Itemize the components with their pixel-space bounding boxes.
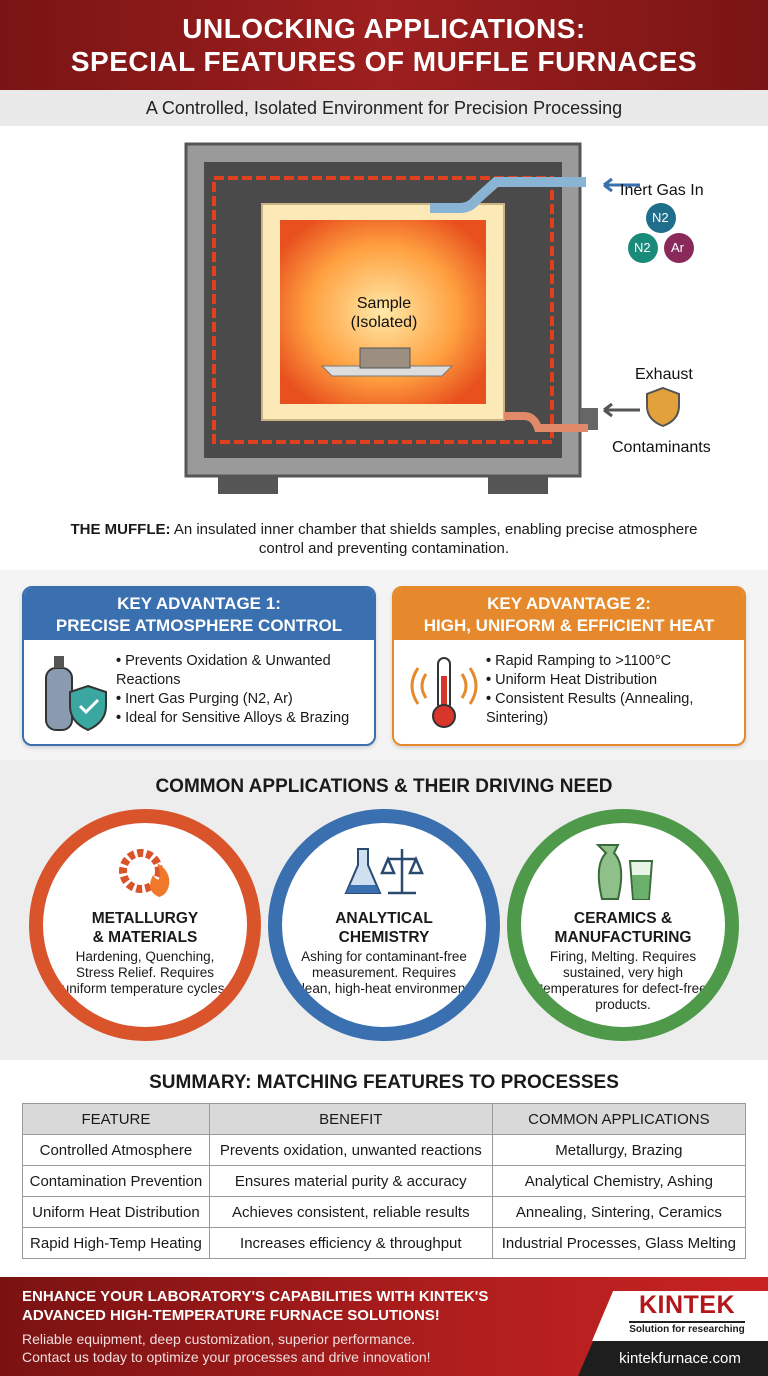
cell: Ensures material purity & accuracy <box>208 1165 493 1197</box>
cell: Prevents oxidation, unwanted reactions <box>208 1134 493 1166</box>
cell: Uniform Heat Distribution <box>22 1196 210 1228</box>
gas-cylinder-shield-icon <box>45 656 107 732</box>
app-title-1: METALLURGY <box>91 910 199 927</box>
advantage-card-1: KEY ADVANTAGE 1: PRECISE ATMOSPHERE CONTR… <box>22 586 376 746</box>
application-metallurgy: METALLURGY & MATERIALS Hardening, Quenchi… <box>29 809 261 1041</box>
app-desc: Ashing for contaminant-free measurement.… <box>295 949 473 996</box>
card-title-1: KEY ADVANTAGE 2: <box>487 594 651 613</box>
advantage-item: Consistent Results (Annealing, Sintering… <box>486 690 734 728</box>
logo-text: KINTEK <box>638 1291 736 1319</box>
cell: Metallurgy, Brazing <box>491 1134 747 1166</box>
cell: Analytical Chemistry, Ashing <box>491 1165 747 1197</box>
column-header: COMMON APPLICATIONS <box>491 1103 747 1135</box>
app-title-2: MANUFACTURING <box>554 929 692 946</box>
advantage-item: Prevents Oxidation & Unwanted Reactions <box>116 652 364 690</box>
summary-heading: SUMMARY: MATCHING FEATURES TO PROCESSES <box>149 1072 619 1093</box>
card-title-2: HIGH, UNIFORM & EFFICIENT HEAT <box>423 616 715 635</box>
app-title-1: CERAMICS & <box>573 910 673 927</box>
cell: Increases efficiency & throughput <box>208 1227 493 1259</box>
subtitle: A Controlled, Isolated Environment for P… <box>0 90 768 126</box>
app-title-2: & MATERIALS <box>92 929 198 946</box>
app-title-2: CHEMISTRY <box>338 929 430 946</box>
card-title-2: PRECISE ATMOSPHERE CONTROL <box>55 616 343 635</box>
sample-label-1: Sample <box>356 295 412 312</box>
inert-gas-label: Inert Gas In <box>620 182 704 199</box>
furnace-illustration <box>184 142 694 494</box>
vase-glass-icon <box>595 844 654 900</box>
exhaust-label: Exhaust <box>635 366 693 383</box>
gas-n2-2: N2 <box>634 240 651 255</box>
gas-n2: N2 <box>652 210 669 225</box>
cell: Annealing, Sintering, Ceramics <box>491 1196 747 1228</box>
footer-headline-2: ADVANCED HIGH-TEMPERATURE FURNACE SOLUTI… <box>22 1307 440 1324</box>
advantage-card-2: KEY ADVANTAGE 2: HIGH, UNIFORM & EFFICIEN… <box>392 586 746 746</box>
caption-bold: THE MUFFLE: <box>70 521 171 538</box>
contaminants-label: Contaminants <box>612 439 711 456</box>
cell: Contamination Prevention <box>22 1165 210 1197</box>
cell: Rapid High-Temp Heating <box>22 1227 210 1259</box>
furnace-diagram: Sample (Isolated) Inert Gas In N2 N2 Ar E… <box>0 126 768 566</box>
caption-text: An insulated inner chamber that shields … <box>170 521 698 557</box>
footer-banner: ENHANCE YOUR LABORATORY'S CAPABILITIES W… <box>0 1277 768 1376</box>
logo-tagline: Solution for researching <box>629 1321 745 1335</box>
applications-heading: COMMON APPLICATIONS & THEIR DRIVING NEED <box>155 776 613 797</box>
muffle-caption: THE MUFFLE: An insulated inner chamber t… <box>60 520 708 558</box>
thermometer-heat-icon <box>410 657 478 728</box>
advantage-item: Rapid Ramping to >1100°C <box>486 652 734 671</box>
advantage-item: Uniform Heat Distribution <box>486 671 734 690</box>
website-link[interactable]: kintekfurnace.com <box>578 1341 768 1376</box>
header: UNLOCKING APPLICATIONS: SPECIAL FEATURES… <box>0 0 768 90</box>
cell: Industrial Processes, Glass Melting <box>491 1227 747 1259</box>
footer-headline-1: ENHANCE YOUR LABORATORY'S CAPABILITIES W… <box>22 1288 489 1305</box>
cell: Controlled Atmosphere <box>22 1134 210 1166</box>
title-line-2: SPECIAL FEATURES OF MUFFLE FURNACES <box>70 46 698 77</box>
card-title-1: KEY ADVANTAGE 1: <box>117 594 281 613</box>
cell: Achieves consistent, reliable results <box>208 1196 493 1228</box>
flask-scale-icon <box>344 848 424 895</box>
kintek-logo: KINTEK Solution for researching <box>592 1291 768 1341</box>
footer-text-1: Reliable equipment, deep customization, … <box>22 1331 415 1347</box>
application-ceramics: CERAMICS & MANUFACTURING Firing, Melting.… <box>507 809 739 1041</box>
column-header: BENEFIT <box>208 1103 493 1135</box>
footer-text-2: Contact us today to optimize your proces… <box>22 1349 431 1365</box>
sample-label: Sample (Isolated) <box>336 294 432 332</box>
title-line-1: UNLOCKING APPLICATIONS: <box>182 13 586 44</box>
gas-ar: Ar <box>671 240 684 255</box>
application-chemistry: ANALYTICAL CHEMISTRY Ashing for contamina… <box>268 809 500 1041</box>
app-desc: Firing, Melting. Requires sustained, ver… <box>539 949 707 1012</box>
gear-flame-icon <box>119 849 170 897</box>
app-desc: Hardening, Quenching, Stress Relief. Req… <box>61 949 229 996</box>
app-title-1: ANALYTICAL <box>335 910 433 927</box>
sample-label-2: (Isolated) <box>350 314 418 331</box>
advantage-item: Ideal for Sensitive Alloys & Brazing <box>116 709 364 728</box>
column-header: FEATURE <box>22 1103 210 1135</box>
advantage-item: Inert Gas Purging (N2, Ar) <box>116 690 364 709</box>
